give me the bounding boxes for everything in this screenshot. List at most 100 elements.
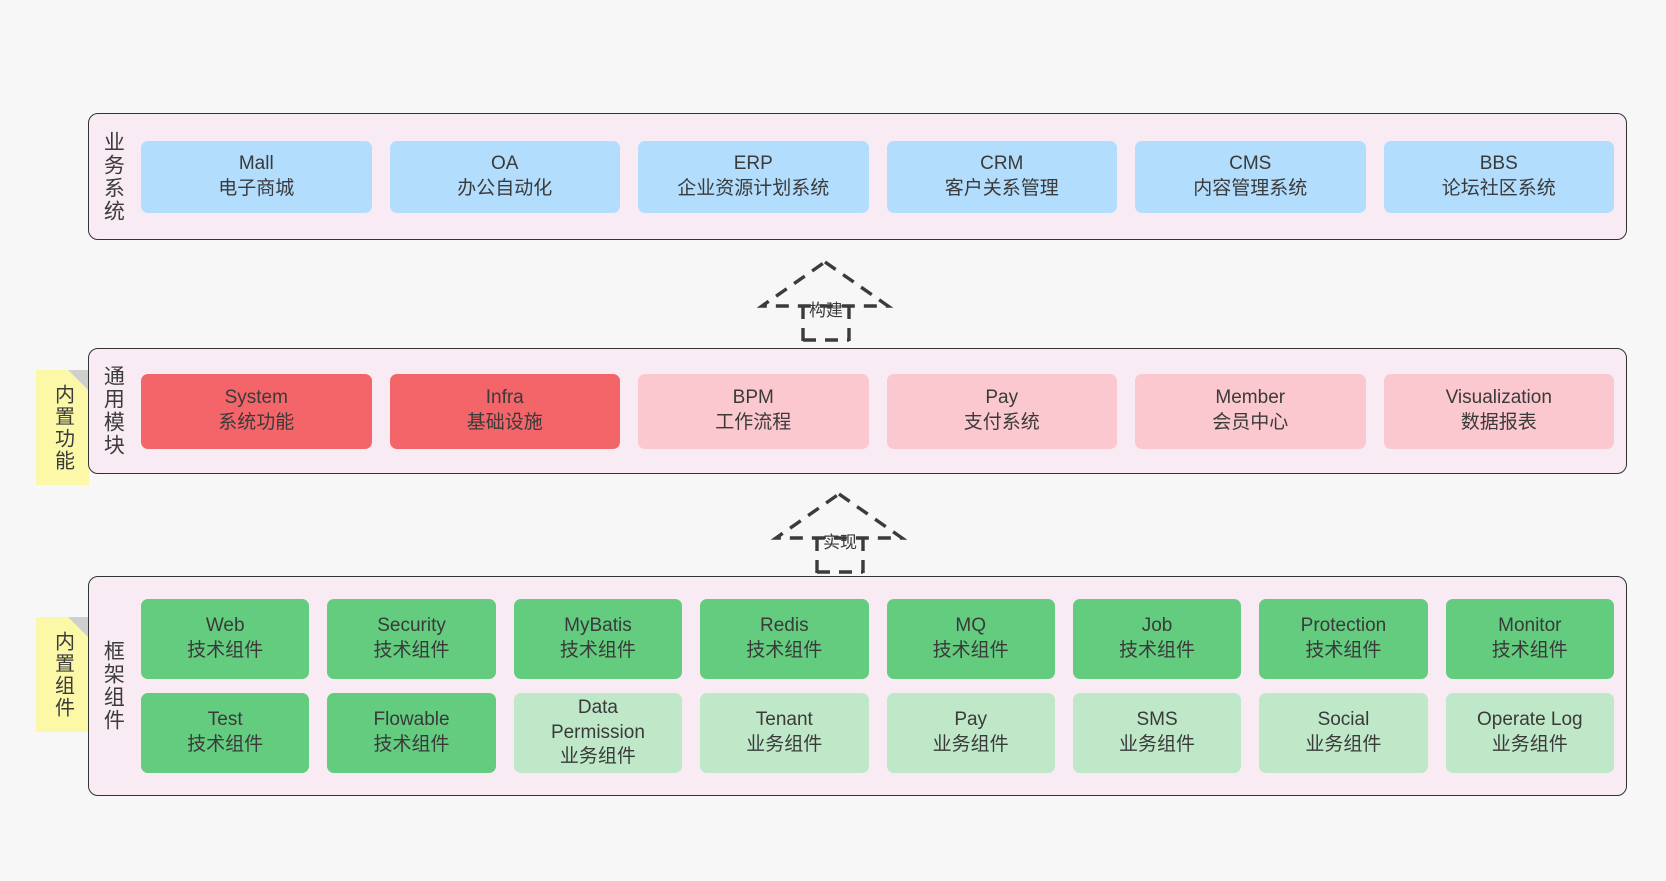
node-bbs[interactable]: BBS 论坛社区系统 — [1383, 140, 1614, 213]
node-title: Monitor — [1498, 615, 1562, 637]
node-redis[interactable]: Redis 技术组件 — [700, 599, 869, 679]
node-pay-business[interactable]: Pay 业务组件 — [886, 693, 1055, 773]
node-title: ERP — [733, 152, 773, 174]
node-subtitle: 系统功能 — [218, 412, 295, 433]
layer-business-system: 业务系统 Mall 电子商城 OA 办公自动化 ERP 企业资源计划系统 CRM… — [88, 113, 1627, 240]
node-title: BPM — [732, 387, 774, 409]
node-mq[interactable]: MQ 技术组件 — [886, 599, 1055, 679]
node-subtitle: 技术组件 — [559, 640, 636, 661]
node-job[interactable]: Job 技术组件 — [1072, 599, 1242, 679]
note-builtin-component: 内置组件 — [36, 617, 89, 732]
row-business-system: Mall 电子商城 OA 办公自动化 ERP 企业资源计划系统 CRM 客户关系… — [141, 140, 1614, 213]
node-tenant[interactable]: Tenant 业务组件 — [700, 693, 869, 773]
node-subtitle: 技术组件 — [187, 640, 264, 661]
node-subtitle: 企业资源计划系统 — [677, 177, 830, 199]
connector-implement: 实现 — [766, 490, 916, 574]
node-title: Pay — [954, 709, 988, 731]
node-cms[interactable]: CMS 内容管理系统 — [1135, 140, 1366, 213]
node-title: MQ — [955, 615, 986, 637]
node-subtitle: 电子商城 — [218, 177, 295, 199]
note-builtin-function: 内置功能 — [36, 370, 89, 485]
generalization-arrow-icon — [756, 259, 894, 342]
node-title: Member — [1215, 387, 1286, 409]
node-subtitle: 业务组件 — [746, 734, 823, 755]
node-subtitle: 技术组件 — [1119, 640, 1196, 661]
node-subtitle: 技术组件 — [746, 640, 823, 661]
node-title: Security — [377, 615, 446, 637]
node-title: Mall — [238, 152, 274, 174]
connector-implement-label: 实现 — [823, 533, 857, 552]
layer-title-business-system: 业务系统 — [101, 130, 125, 223]
node-social[interactable]: Social 业务组件 — [1259, 693, 1428, 773]
layer-title-framework-component: 框架组件 — [101, 640, 125, 732]
node-flowable[interactable]: Flowable 技术组件 — [327, 693, 496, 773]
note-label: 内置功能 — [51, 383, 74, 472]
node-pay[interactable]: Pay 支付系统 — [886, 373, 1117, 449]
node-title: Social — [1317, 709, 1370, 731]
node-title: System — [224, 387, 288, 409]
node-title: Pay — [985, 387, 1019, 409]
node-subtitle: 业务组件 — [1305, 734, 1382, 755]
node-member[interactable]: Member 会员中心 — [1135, 373, 1366, 449]
node-monitor[interactable]: Monitor 技术组件 — [1445, 599, 1614, 679]
node-subtitle: 技术组件 — [373, 734, 450, 755]
layer-body-common-module: System 系统功能 Infra 基础设施 BPM 工作流程 Pay 支付系统… — [135, 349, 1626, 473]
node-data-permission[interactable]: Data Permission 业务组件 — [513, 693, 683, 773]
node-title: Data Permission — [550, 696, 645, 743]
node-subtitle: 业务组件 — [1491, 734, 1568, 755]
layer-body-framework-component: Web 技术组件 Security 技术组件 MyBatis 技术组件 Redi… — [135, 577, 1626, 795]
node-title: Job — [1141, 615, 1173, 637]
node-subtitle: 办公自动化 — [457, 177, 553, 199]
connector-build: 构建 — [752, 258, 902, 342]
layer-body-business-system: Mall 电子商城 OA 办公自动化 ERP 企业资源计划系统 CRM 客户关系… — [135, 114, 1626, 239]
node-crm[interactable]: CRM 客户关系管理 — [886, 140, 1117, 213]
node-erp[interactable]: ERP 企业资源计划系统 — [638, 140, 869, 213]
node-subtitle: 业务组件 — [1119, 734, 1196, 755]
node-protection[interactable]: Protection 技术组件 — [1259, 599, 1428, 679]
node-title: Infra — [485, 387, 524, 409]
node-operate-log[interactable]: Operate Log 业务组件 — [1445, 693, 1614, 773]
node-title: Redis — [760, 615, 809, 637]
node-subtitle: 客户关系管理 — [944, 177, 1059, 199]
node-subtitle: 技术组件 — [932, 640, 1009, 661]
node-web[interactable]: Web 技术组件 — [141, 599, 310, 679]
layer-title-common-module: 通用模块 — [101, 365, 125, 457]
note-label: 内置组件 — [51, 630, 74, 719]
node-subtitle: 业务组件 — [559, 746, 636, 768]
node-title: Tenant — [755, 709, 813, 731]
node-subtitle: 会员中心 — [1212, 412, 1289, 433]
node-mybatis[interactable]: MyBatis 技术组件 — [513, 599, 683, 679]
row-tech-components: Web 技术组件 Security 技术组件 MyBatis 技术组件 Redi… — [141, 599, 1614, 679]
node-subtitle: 技术组件 — [373, 640, 450, 661]
node-sms[interactable]: SMS 业务组件 — [1072, 693, 1242, 773]
node-title: Flowable — [373, 709, 450, 731]
node-subtitle: 数据报表 — [1460, 412, 1537, 433]
node-title: Operate Log — [1476, 709, 1583, 731]
node-title: CMS — [1229, 152, 1272, 174]
node-title: SMS — [1136, 709, 1178, 731]
node-system[interactable]: System 系统功能 — [141, 373, 372, 449]
node-title: CRM — [980, 152, 1024, 174]
node-subtitle: 支付系统 — [963, 412, 1040, 433]
node-bpm[interactable]: BPM 工作流程 — [638, 373, 869, 449]
node-title: Test — [207, 709, 243, 731]
node-subtitle: 内容管理系统 — [1193, 177, 1308, 199]
note-fold-corner — [68, 370, 89, 391]
node-security[interactable]: Security 技术组件 — [327, 599, 496, 679]
node-title: Web — [205, 615, 245, 637]
node-subtitle: 工作流程 — [715, 412, 792, 433]
node-title: Protection — [1300, 615, 1387, 637]
node-mall[interactable]: Mall 电子商城 — [141, 140, 372, 213]
node-oa[interactable]: OA 办公自动化 — [389, 140, 620, 213]
node-test[interactable]: Test 技术组件 — [141, 693, 310, 773]
node-title: Visualization — [1445, 387, 1552, 409]
node-subtitle: 技术组件 — [187, 734, 264, 755]
node-subtitle: 基础设施 — [466, 412, 543, 433]
layer-framework-component: 框架组件 Web 技术组件 Security 技术组件 MyBatis 技术组件… — [88, 576, 1627, 796]
node-visualization[interactable]: Visualization 数据报表 — [1383, 373, 1614, 449]
node-infra[interactable]: Infra 基础设施 — [389, 373, 620, 449]
node-subtitle: 技术组件 — [1491, 640, 1568, 661]
node-subtitle: 论坛社区系统 — [1441, 177, 1556, 199]
node-title: OA — [491, 152, 519, 174]
